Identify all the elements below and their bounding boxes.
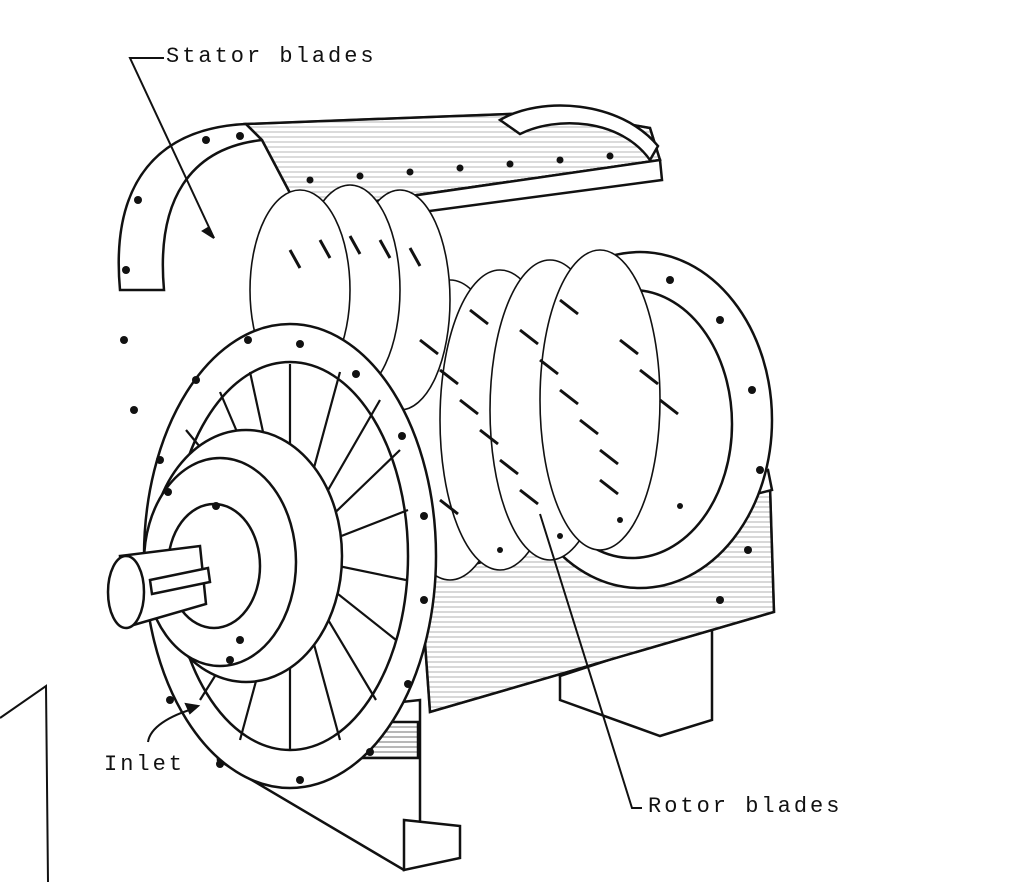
page-edge	[0, 684, 49, 882]
inlet-label: Inlet	[104, 752, 186, 777]
rotor-blades-label: Rotor blades	[648, 794, 843, 819]
hub-and-shaft	[106, 428, 344, 684]
stator-blades-label: Stator blades	[166, 44, 377, 69]
stator-leader-line	[128, 57, 215, 239]
leader-lines	[128, 57, 642, 809]
rotor-blade-rows	[249, 184, 661, 581]
rotor-leader-line	[539, 513, 642, 809]
inlet-arrowhead	[184, 702, 201, 715]
blade-marks	[288, 235, 679, 516]
bolt-holes	[120, 132, 764, 784]
stator-arrowhead	[201, 226, 215, 239]
